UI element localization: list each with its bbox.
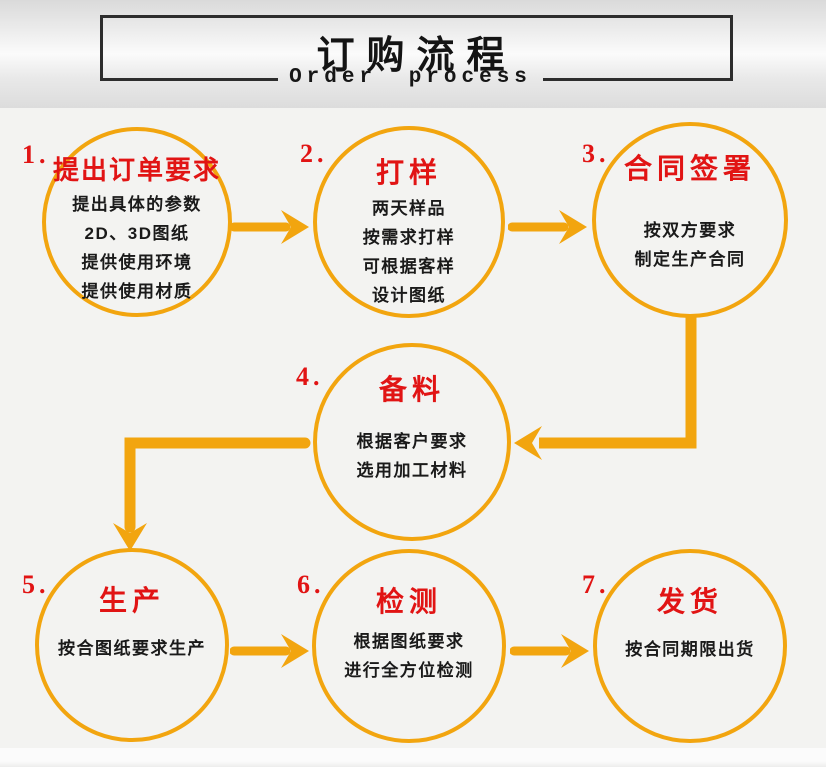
step-detail: 设计图纸 — [372, 286, 446, 305]
step-detail: 提供使用环境 — [81, 253, 193, 272]
step-detail: 按双方要求 — [643, 221, 737, 240]
page-subtitle: Order process — [289, 66, 532, 89]
step-title: 生产 — [98, 585, 165, 616]
step-detail: 两天样品 — [372, 199, 446, 218]
step-circle-material-preparation: 备料 根据客户要求 选用加工材料 — [313, 343, 511, 541]
step-title: 提出订单要求 — [52, 155, 221, 185]
arrow-step3-to-step4-icon — [514, 317, 697, 460]
step-detail: 按合图纸要求生产 — [58, 639, 206, 658]
header-title-box — [100, 15, 733, 80]
step-title: 发货 — [656, 586, 723, 617]
header-underline-right — [543, 78, 733, 81]
step-detail: 制定生产合同 — [634, 250, 746, 269]
arrow-step5-to-step6-icon — [230, 634, 309, 668]
step-title: 备料 — [378, 374, 445, 405]
step-number-6: 6. — [297, 570, 325, 599]
step-number-1: 1. — [22, 140, 50, 169]
step-title: 打样 — [375, 157, 442, 188]
step-detail: 根据图纸要求 — [353, 632, 465, 651]
step-number-5: 5. — [22, 570, 50, 599]
arrow-step6-to-step7-icon — [510, 634, 589, 668]
step-detail: 可根据客样 — [362, 257, 456, 276]
arrow-step4-to-step5-icon — [113, 437, 311, 551]
step-circle-shipping: 发货 按合同期限出货 — [593, 549, 787, 743]
step-detail: 提出具体的参数 — [72, 195, 202, 214]
step-circle-order-requirements: 提出订单要求 提出具体的参数 2D、3D图纸 提供使用环境 提供使用材质 — [42, 127, 232, 317]
step-detail: 2D、3D图纸 — [84, 224, 190, 243]
step-detail: 按合同期限出货 — [625, 640, 755, 659]
step-detail: 根据客户要求 — [356, 432, 468, 451]
step-circle-production: 生产 按合图纸要求生产 — [35, 548, 229, 742]
arrow-step2-to-step3-icon — [508, 210, 587, 244]
step-detail: 按需求打样 — [362, 228, 456, 247]
step-circle-sampling: 打样 两天样品 按需求打样 可根据客样 设计图纸 — [313, 126, 505, 318]
arrow-step1-to-step2-icon — [230, 210, 309, 244]
page-title: 订购流程 — [316, 35, 517, 77]
header-band — [0, 0, 826, 108]
header-underline-left — [100, 78, 278, 81]
step-number-2: 2. — [300, 139, 328, 168]
step-title: 合同签署 — [623, 153, 756, 184]
step-number-3: 3. — [582, 139, 610, 168]
step-number-4: 4. — [296, 362, 324, 391]
step-circle-inspection: 检测 根据图纸要求 进行全方位检测 — [312, 549, 506, 743]
step-circle-contract-signing: 合同签署 按双方要求 制定生产合同 — [592, 122, 788, 318]
step-detail: 选用加工材料 — [356, 461, 468, 480]
bottom-strip — [0, 748, 826, 767]
step-detail: 提供使用材质 — [81, 282, 193, 301]
step-number-7: 7. — [582, 570, 610, 599]
step-detail: 进行全方位检测 — [344, 661, 474, 680]
step-title: 检测 — [375, 586, 442, 617]
